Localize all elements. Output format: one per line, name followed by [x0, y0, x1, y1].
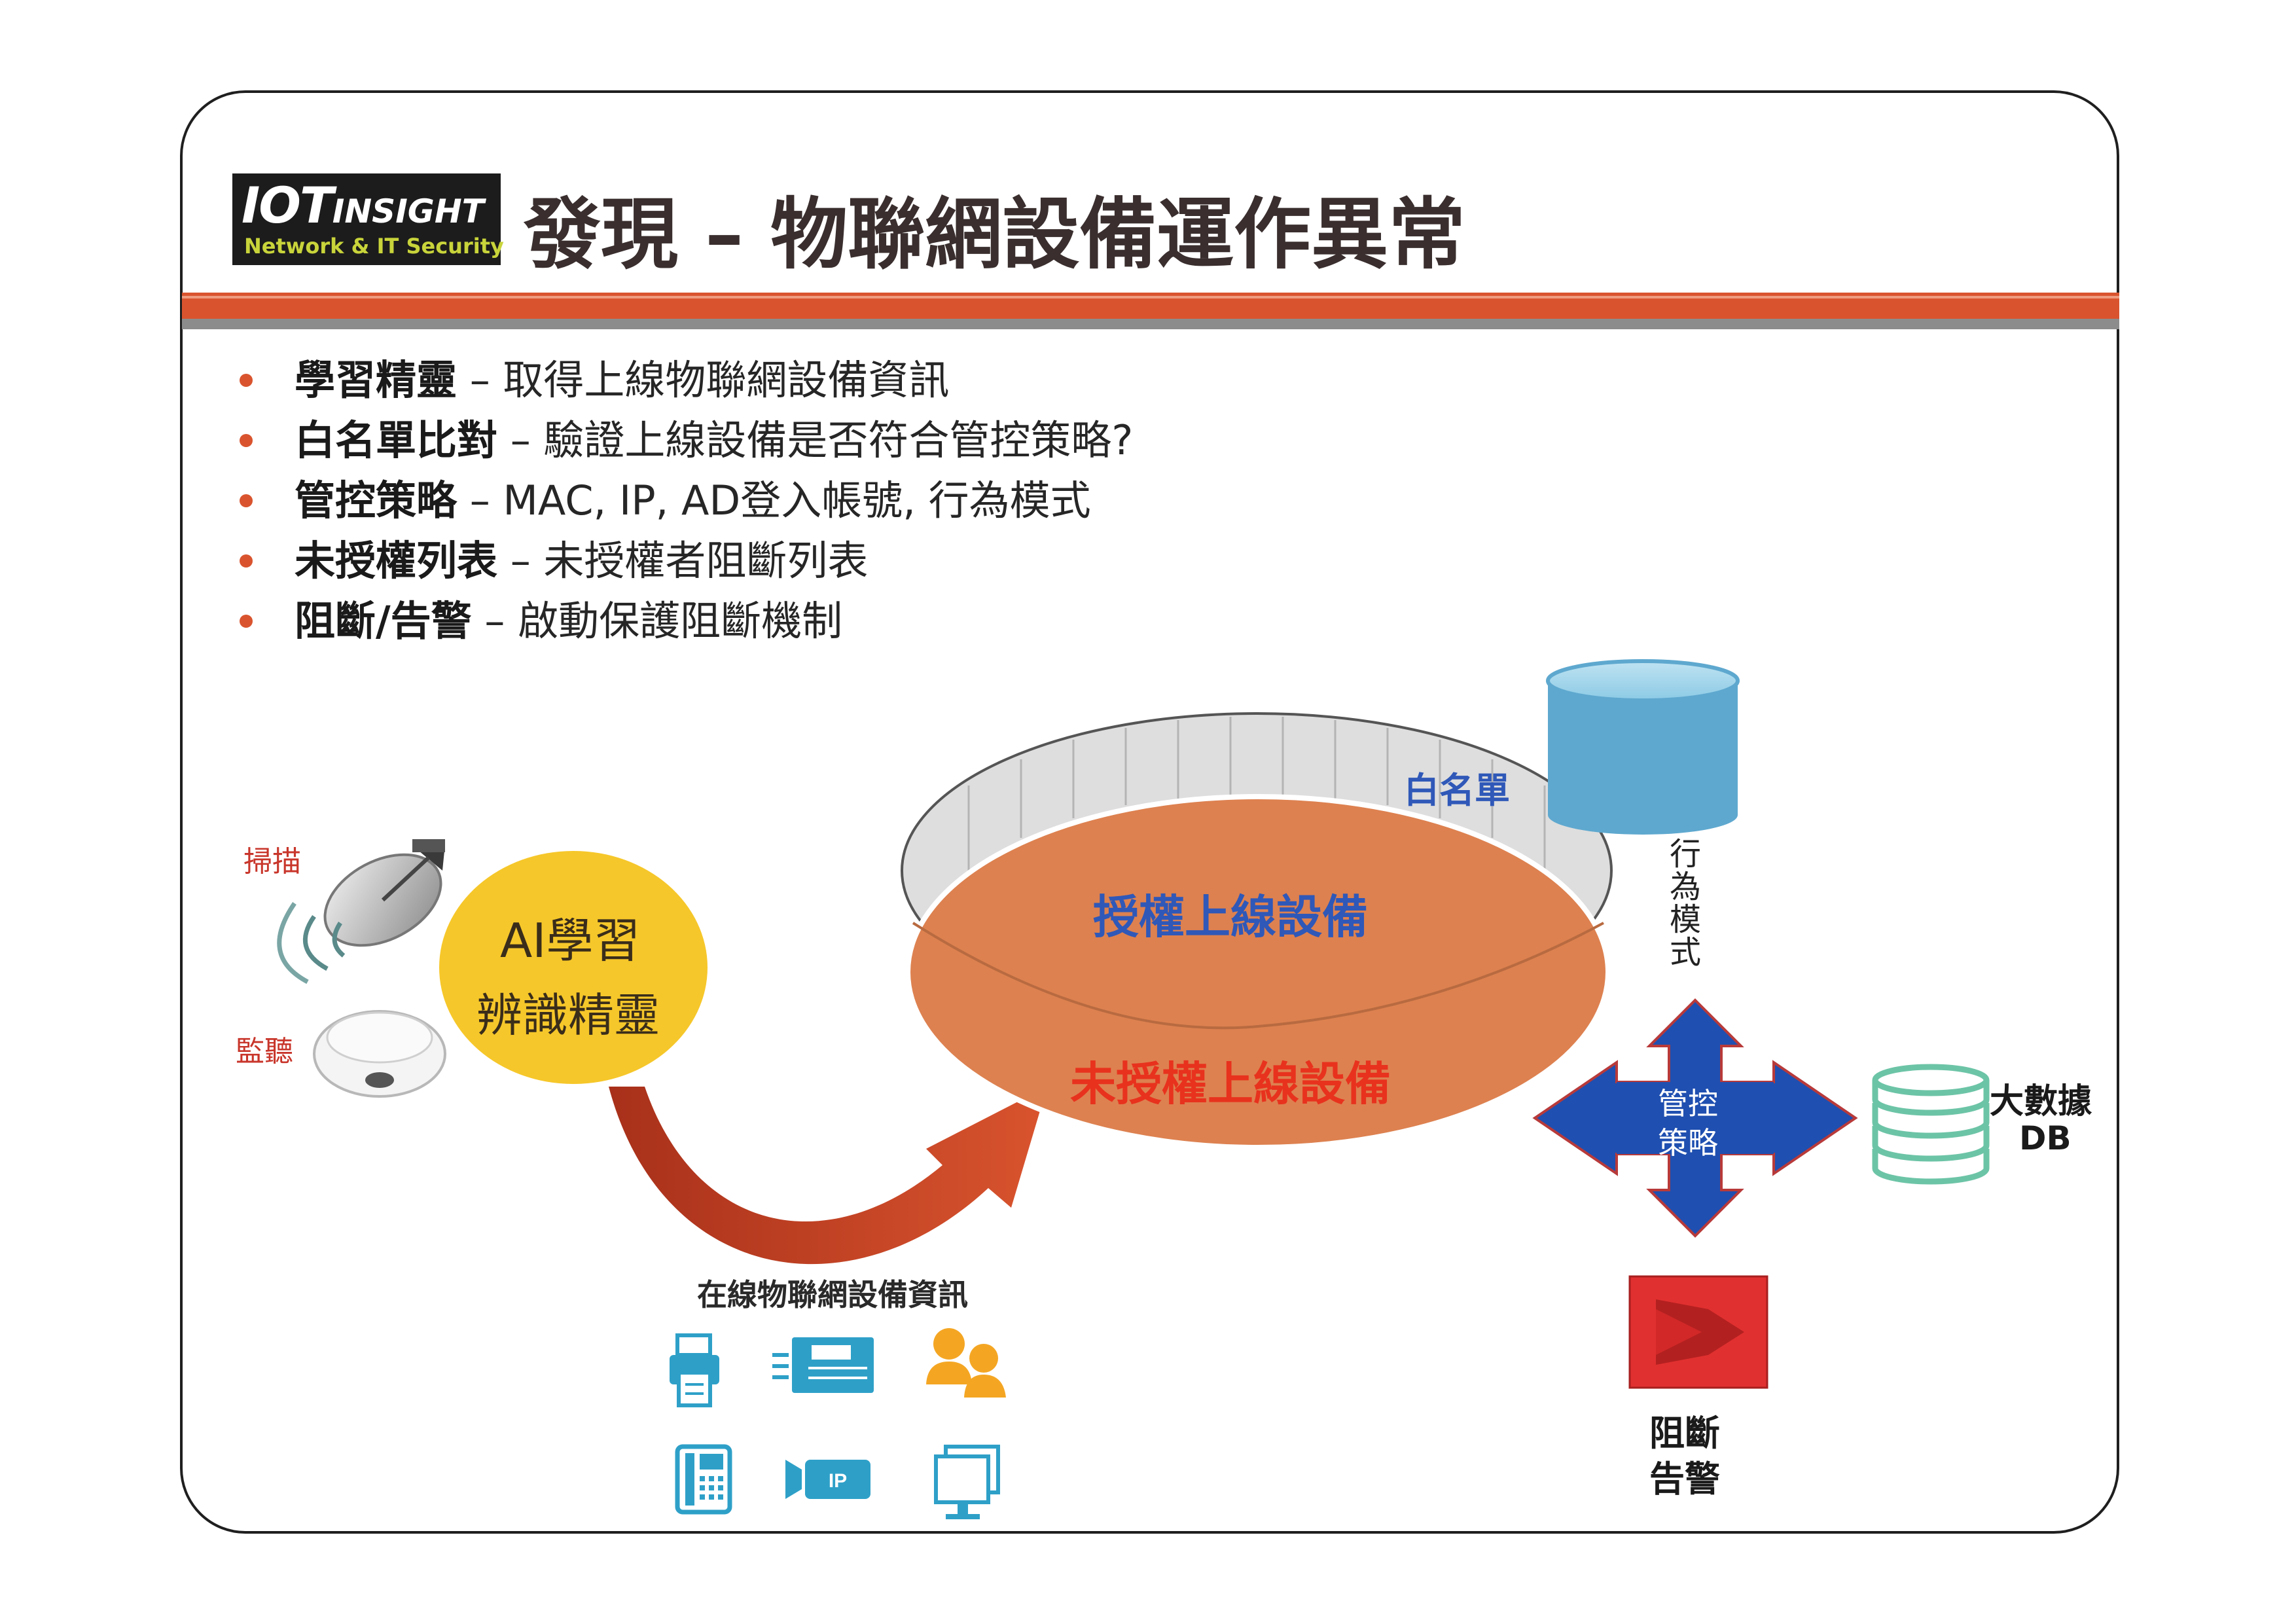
bullet-item: 管控策略 – MAC, IP, AD登入帳號, 行為模式	[236, 471, 1133, 531]
bigdata-label-line1: 大數據	[1990, 1082, 2092, 1121]
policy-label-line2: 策略	[1658, 1125, 1718, 1161]
header-bar-highlight	[182, 296, 2119, 298]
behavior-pattern-label: 行 為 模 式	[1669, 836, 1701, 971]
header-bar-shadow	[182, 319, 2119, 329]
authorized-label: 授權上線設備	[1093, 890, 1368, 944]
online-info-label: 在線物聯網設備資訊	[697, 1277, 968, 1312]
block-label-line2: 告警	[1649, 1458, 1720, 1500]
bullet-item: 學習精靈 – 取得上線物聯網設備資訊	[236, 350, 1133, 410]
bigdata-stack-icon	[1872, 1064, 1990, 1185]
iot-insight-logo: IOTINSIGHT Network & IT Security	[232, 173, 504, 265]
ip-phone-icon	[675, 1444, 732, 1515]
bullet-dot	[240, 374, 253, 387]
fax-machine-icon	[772, 1337, 874, 1393]
satellite-dish-icon	[277, 839, 445, 984]
bullet-item: 未授權列表 – 未授權者阻斷列表	[236, 531, 1133, 591]
unauthorized-label: 未授權上線設備	[1070, 1057, 1391, 1111]
iot-device-icons: IP	[670, 1328, 1006, 1519]
flow-arrow	[609, 1087, 1047, 1265]
bullet-dot	[240, 434, 253, 447]
ai-label-line1: AI學習	[500, 913, 641, 968]
slide-frame	[180, 90, 2119, 1534]
smoke-detector-icon	[313, 1010, 446, 1098]
block-label-line1: 阻斷	[1649, 1413, 1720, 1454]
whitelist-label: 白名單	[1404, 770, 1510, 811]
slide-title: 發現 – 物聯網設備運作異常	[524, 189, 1466, 280]
device-ellipse	[905, 794, 1611, 1150]
bigdata-label-line2: DB	[2019, 1119, 2072, 1157]
bullet-item: 白名單比對 – 驗證上線設備是否符合管控策略?	[236, 410, 1133, 471]
ai-learning-wizard	[439, 851, 708, 1084]
ai-label-line2: 辨識精靈	[476, 988, 660, 1042]
behavior-database-icon	[1546, 659, 1740, 835]
policy-label-line1: 管控	[1658, 1086, 1718, 1121]
bullet-list: 學習精靈 – 取得上線物聯網設備資訊 白名單比對 – 驗證上線設備是否符合管控策…	[236, 350, 1133, 651]
listen-label: 監聽	[236, 1035, 293, 1068]
computer-monitor-icon	[934, 1445, 1000, 1519]
bullet-dot	[240, 494, 253, 507]
ip-tag-text: IP	[829, 1470, 847, 1492]
scan-label: 掃描	[243, 845, 301, 878]
control-policy-arrows	[1532, 998, 1858, 1238]
printer-icon	[670, 1333, 719, 1407]
ip-camera-icon: IP	[785, 1460, 870, 1499]
block-alert-icon	[1628, 1275, 1768, 1389]
bullet-item: 阻斷/告警 – 啟動保護阻斷機制	[236, 591, 1133, 651]
bullet-dot	[240, 554, 253, 568]
people-icon	[926, 1328, 1006, 1398]
bullet-dot	[240, 615, 253, 628]
